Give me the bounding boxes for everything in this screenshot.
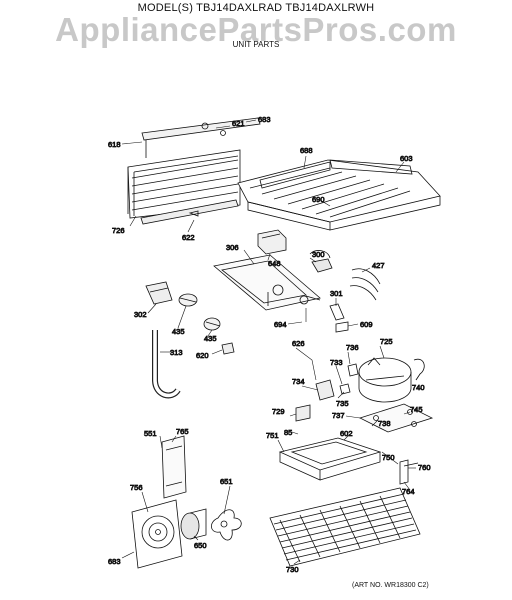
callout-551: 551 bbox=[144, 429, 157, 438]
callout-688: 688 bbox=[300, 146, 313, 155]
callout-427: 427 bbox=[372, 261, 385, 270]
condenser-fan-shroud bbox=[131, 499, 183, 569]
callout-733: 733 bbox=[330, 358, 343, 367]
callout-618: 618 bbox=[108, 140, 121, 149]
defrost-timer bbox=[309, 250, 333, 273]
drain-fitting bbox=[221, 342, 235, 355]
callout-738: 738 bbox=[378, 419, 391, 428]
fan-blade bbox=[211, 509, 242, 541]
callout-435-a: 435 bbox=[172, 327, 185, 336]
drain-pan bbox=[278, 437, 382, 481]
wire-harness bbox=[349, 268, 381, 301]
art-number: (ART NO. WR18300 C2) bbox=[352, 582, 429, 589]
condenser-fan-motor bbox=[180, 508, 207, 540]
capacitor bbox=[295, 404, 311, 422]
model-title: MODEL(S) TBJ14DAXLRAD TBJ14DAXLRWH bbox=[137, 2, 375, 14]
callout-726: 726 bbox=[112, 226, 125, 235]
callout-736: 736 bbox=[346, 343, 359, 352]
condenser-coil bbox=[269, 487, 421, 567]
callout-620: 620 bbox=[196, 351, 209, 360]
callout-650: 650 bbox=[194, 541, 207, 550]
power-cord-clip bbox=[413, 358, 425, 381]
compressor bbox=[358, 357, 412, 403]
callout-725: 725 bbox=[380, 337, 393, 346]
callout-648: 648 bbox=[268, 259, 281, 268]
callout-683-b: 683 bbox=[108, 557, 121, 566]
callout-694: 694 bbox=[274, 320, 287, 329]
callout-602: 602 bbox=[340, 429, 353, 438]
shelf-assembly bbox=[237, 159, 441, 231]
thermostat-housing bbox=[257, 229, 287, 255]
callout-306: 306 bbox=[226, 243, 239, 252]
callout-737: 737 bbox=[332, 411, 345, 420]
callout-621: 621 bbox=[232, 119, 245, 128]
fan-bracket bbox=[213, 254, 321, 311]
callout-765: 765 bbox=[176, 427, 189, 436]
section-title: UNIT PARTS bbox=[232, 40, 280, 49]
callout-609: 609 bbox=[360, 320, 373, 329]
watermark: AppliancePartsPros.com bbox=[55, 11, 457, 48]
callout-683: 683 bbox=[258, 115, 271, 124]
defrost-heater-parts bbox=[329, 303, 349, 333]
callout-745: 745 bbox=[410, 405, 423, 414]
callout-302: 302 bbox=[134, 310, 147, 319]
callout-750: 750 bbox=[382, 453, 395, 462]
callout-760: 760 bbox=[418, 463, 431, 472]
condenser-assembly bbox=[127, 117, 261, 225]
callout-300: 300 bbox=[312, 250, 325, 259]
start-relay bbox=[315, 363, 359, 401]
drain-trough bbox=[145, 281, 173, 305]
callout-435-b: 435 bbox=[204, 334, 217, 343]
callout-730: 730 bbox=[286, 565, 299, 574]
callout-603: 603 bbox=[400, 154, 413, 163]
callout-735: 735 bbox=[336, 399, 349, 408]
callout-690: 690 bbox=[312, 195, 325, 204]
callout-622: 622 bbox=[182, 233, 195, 242]
access-cover bbox=[161, 435, 187, 499]
leader-lines bbox=[121, 119, 421, 565]
light-socket bbox=[178, 293, 221, 331]
callout-764: 764 bbox=[402, 487, 415, 496]
callout-756: 756 bbox=[130, 483, 143, 492]
callout-651: 651 bbox=[220, 477, 233, 486]
drain-tube bbox=[152, 330, 181, 399]
compressor-mounting-plate bbox=[358, 403, 434, 433]
callout-729: 729 bbox=[272, 407, 285, 416]
callout-626: 626 bbox=[292, 339, 305, 348]
callout-740: 740 bbox=[412, 383, 425, 392]
callout-751: 751 bbox=[266, 431, 279, 440]
callout-734: 734 bbox=[292, 377, 305, 386]
callout-labels: 618 621 683 726 622 688 603 690 306 648 … bbox=[108, 115, 431, 575]
callout-313: 313 bbox=[170, 348, 183, 357]
pan-clip bbox=[399, 459, 419, 485]
callout-85: 85 bbox=[284, 428, 292, 437]
callout-301: 301 bbox=[330, 289, 343, 298]
